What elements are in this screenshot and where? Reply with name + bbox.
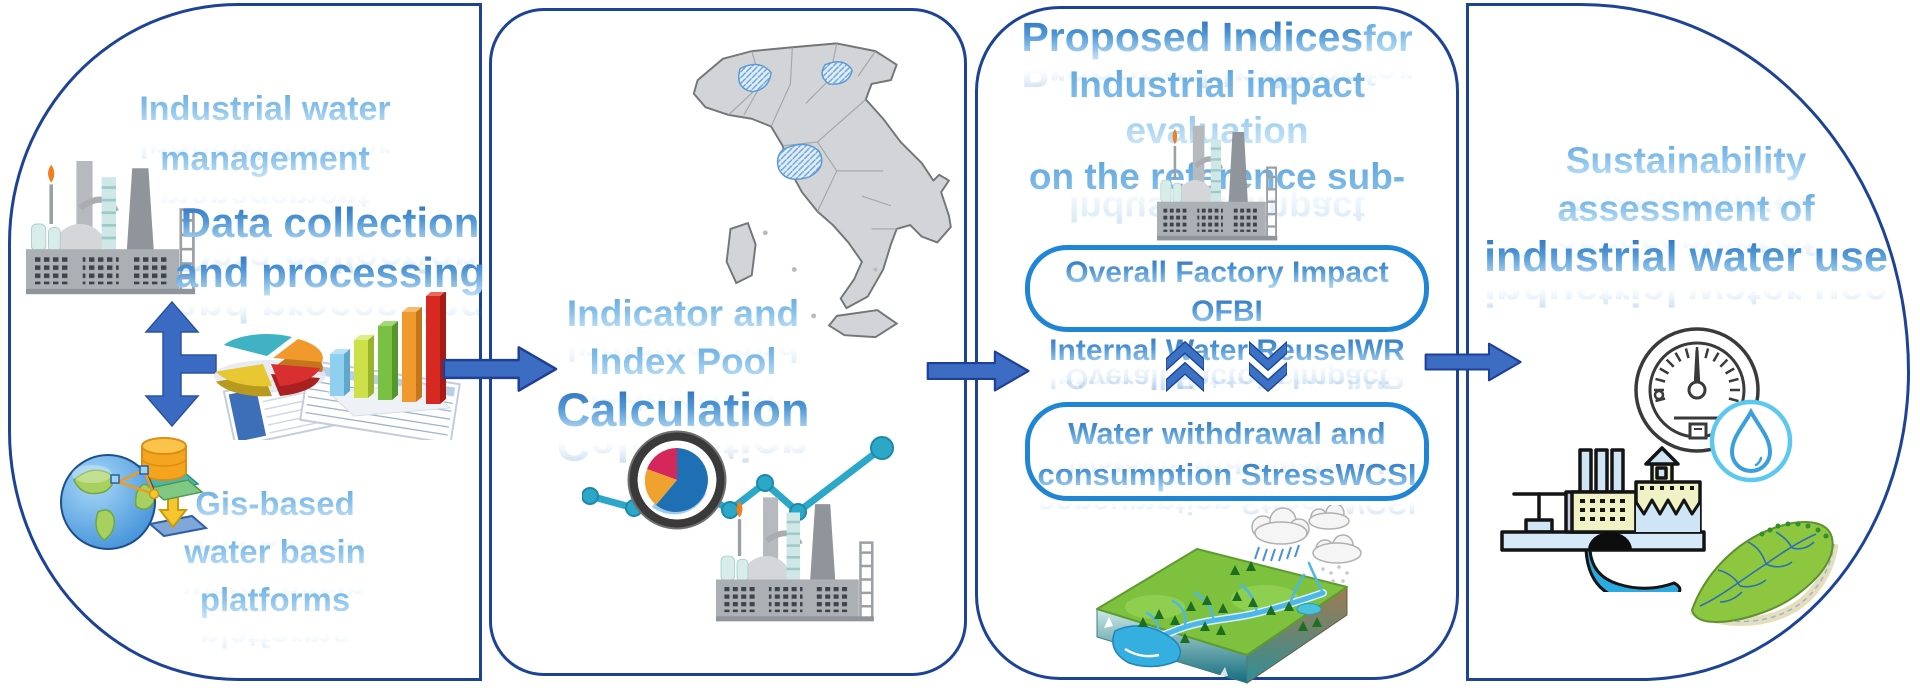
box1-acronym-iwr: IWR: [1346, 331, 1404, 370]
gis-caption-line1: Gis-based: [195, 480, 355, 528]
basin-trees: [1759, 521, 1829, 539]
gis-caption-line2: water basin: [184, 528, 366, 576]
italy-sub-basins-map: [692, 42, 952, 339]
panel4-title-line1: Sustainability: [1566, 136, 1807, 186]
factory-outflow-icon: [1500, 446, 1706, 592]
map-highlight-basin-center: [776, 143, 823, 181]
chevron-down-icon: [1249, 340, 1287, 393]
panel2-title: Indicator and Index Pool: [538, 290, 828, 386]
pie-bar-spreadsheet-charts-icon: [214, 292, 461, 440]
panel1-title-line2: management: [160, 134, 370, 184]
vertical-double-arrow-icon: [144, 300, 217, 428]
panel-proposed-indices: [975, 6, 1459, 680]
panel1-gis-caption: Gis-based water basin platforms: [155, 480, 395, 624]
map-highlight-basin-nw: [737, 63, 772, 93]
gis-globe-database-icon: [60, 437, 209, 550]
box2-line2: consumption Stress: [1038, 454, 1336, 495]
chevron-up-icon: [1166, 340, 1204, 393]
gis-caption-line3: platforms: [200, 576, 350, 624]
map-highlight-basin-ne: [821, 61, 854, 85]
water-drop-icon: [1709, 399, 1793, 483]
watershed-3d-illustration: [1096, 505, 1362, 684]
snow-dots: [1321, 565, 1349, 583]
panel2-emphasis: Calculation: [556, 383, 810, 436]
heading-suffix: for: [1363, 16, 1412, 62]
flow-arrow-1-2: [442, 346, 558, 392]
leaf-basin-icon: [1689, 521, 1839, 627]
panel1-title-line1: Industrial water: [139, 84, 390, 134]
cloud: [1308, 505, 1362, 564]
magnifier-pie-icon: [627, 430, 727, 530]
box2-acronym-wcsi: WCSI: [1336, 454, 1417, 495]
panel1-title: Industrial water management: [65, 84, 465, 184]
panel1-subtitle-line2: and processing: [174, 249, 486, 296]
panel4-title-line2: assessment of: [1557, 186, 1814, 232]
wcsi-box: Water withdrawal and consumption Stress …: [1025, 402, 1429, 501]
rain-streaks: [1254, 544, 1300, 562]
box1-line1: Overall Factory Impact: [1065, 253, 1388, 292]
pie-chart-icon: [214, 334, 326, 397]
bar-chart-icon: [326, 292, 452, 417]
panel1-subtitle: Data collection and processing: [160, 198, 500, 298]
panel2-title-line2: Index Pool: [589, 338, 776, 386]
factory-icon: [1157, 118, 1285, 242]
flow-arrow-2-3: [926, 350, 1030, 392]
panel1-subtitle-line1: Data collection: [180, 199, 480, 246]
factory-icon: [716, 489, 884, 623]
panel4-title: Sustainability assessment of industrial …: [1476, 136, 1896, 282]
trees: [1138, 561, 1322, 643]
ofbi-iwr-box: Overall Factory Impact OFBI Internal Wat…: [1025, 245, 1429, 367]
flow-arrow-3-4: [1424, 342, 1522, 382]
panel4-title-emphasis: industrial water use: [1484, 233, 1888, 281]
box2-line1: Water withdrawal and: [1068, 413, 1386, 454]
box1-acronym-ofbi: OFBI: [1191, 292, 1263, 331]
rain-cloud: [1251, 507, 1310, 545]
panel2-title-line1: Indicator and: [567, 290, 799, 338]
heading-strong: Proposed Indices: [1021, 14, 1364, 60]
